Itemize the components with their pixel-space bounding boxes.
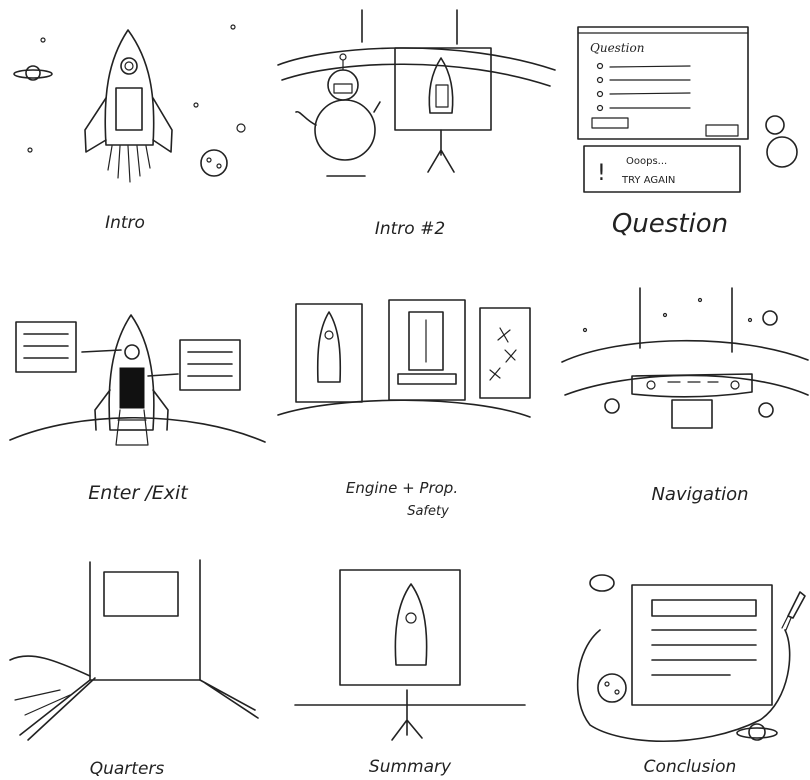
caption-engine-prop-2: Safety [407,504,449,519]
panel-engine-prop: Engine + Prop. Safety [278,300,530,519]
robot-mini-illustration [766,116,797,167]
panel-summary: Summary [295,570,525,777]
rocket-illustration [85,30,172,182]
planet-left-icon [598,674,626,702]
ringed-planet-icon [14,66,52,80]
caption-navigation: Navigation [651,484,748,505]
question-dialog: Question [578,27,748,139]
presentation-screen [395,48,491,172]
summary-screen [340,570,460,740]
callout-2-icon [605,399,619,413]
feedback-line2: TRY AGAIN [621,175,675,186]
rocket-with-door [95,315,168,445]
engine-poster [389,300,465,400]
info-card-left [16,322,76,372]
caption-intro2: Intro #2 [375,219,445,239]
panel-intro: Intro [14,25,245,233]
caption-engine-prop-1: Engine + Prop. [346,479,458,497]
callout-3-icon [759,403,773,417]
panel-navigation: Navigation [562,288,808,505]
alert-icon: ! [597,161,606,186]
ringed-planet-icon [737,724,777,740]
caption-enter-exit: Enter /Exit [88,482,189,504]
panel-conclusion: Conclusion [578,575,805,777]
caption-summary: Summary [369,757,452,777]
panel-intro2: Intro #2 [278,10,555,239]
panel-quarters: Quarters [10,560,258,779]
panel-question: Question ! Ooops... TRY AGAIN Question [578,27,797,239]
panel-enter-exit: Enter /Exit [10,315,265,504]
control-console [632,374,752,428]
propellant-poster [480,308,530,398]
cockpit-window-frame [562,341,808,362]
cloud-shape [590,575,614,591]
rocket-poster [296,304,362,402]
caption-intro: Intro [105,213,145,233]
info-card-right [180,340,240,390]
question-title: Question [590,41,644,55]
conclusion-screen [632,585,772,705]
caption-question: Question [612,209,728,239]
caption-quarters: Quarters [90,759,165,779]
window-frame-arc [278,48,555,70]
feedback-box: ! Ooops... TRY AGAIN [584,146,740,192]
room-perspective [10,560,258,740]
caption-conclusion: Conclusion [644,757,737,777]
callout-1-icon [763,311,777,325]
rocket-mini-icon [782,592,805,630]
moon-icon [201,150,227,176]
feedback-line1: Ooops... [626,156,667,167]
